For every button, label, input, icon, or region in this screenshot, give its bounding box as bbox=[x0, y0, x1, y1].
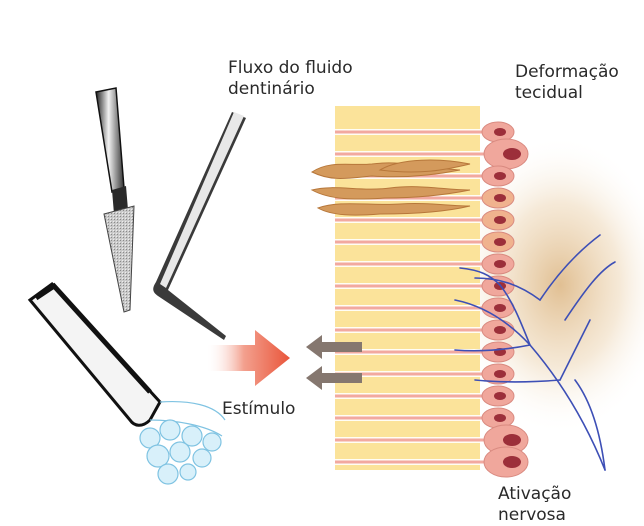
fluid-flow-label-line1: Fluxo do fluido bbox=[228, 58, 353, 79]
odontoblast-nucleus bbox=[494, 392, 506, 400]
odontoblast-nucleus bbox=[494, 172, 506, 180]
explorer-instrument-icon bbox=[153, 112, 246, 340]
odontoblast-nucleus bbox=[494, 414, 506, 422]
odontoblast-nucleus bbox=[503, 148, 521, 160]
odontoblast-nucleus bbox=[494, 304, 506, 312]
tissue-deformation-label: Deformação tecidual bbox=[515, 62, 619, 104]
odontoblast-nucleus bbox=[503, 456, 521, 468]
stimulus-label: Estímulo bbox=[222, 399, 295, 420]
odontoblast-nucleus bbox=[494, 238, 506, 246]
fluid-flow-label: Fluxo do fluido dentinário bbox=[228, 58, 353, 100]
fluid-flow-label-line2: dentinário bbox=[228, 79, 353, 100]
tissue-deformation-label-line2: tecidual bbox=[515, 83, 619, 104]
odontoblast-nucleus bbox=[494, 128, 506, 136]
probe-instrument-icon bbox=[96, 88, 134, 312]
odontoblast-nucleus bbox=[503, 434, 521, 446]
tissue-deformation-label-line1: Deformação bbox=[515, 62, 619, 83]
odontoblast-nucleus bbox=[494, 260, 506, 268]
nerve-activation-label-line2: nervosa bbox=[498, 505, 571, 526]
odontoblast-nucleus bbox=[494, 370, 506, 378]
dentin-column bbox=[335, 106, 484, 470]
odontoblast-nucleus bbox=[494, 216, 506, 224]
air-syringe-icon bbox=[30, 284, 160, 425]
nerve-activation-label: Ativação nervosa bbox=[498, 484, 571, 526]
nerve-activation-label-line1: Ativação bbox=[498, 484, 571, 505]
odontoblast-nucleus bbox=[494, 326, 506, 334]
stimulus-arrow-icon bbox=[206, 330, 290, 386]
odontoblast-nucleus bbox=[494, 194, 506, 202]
